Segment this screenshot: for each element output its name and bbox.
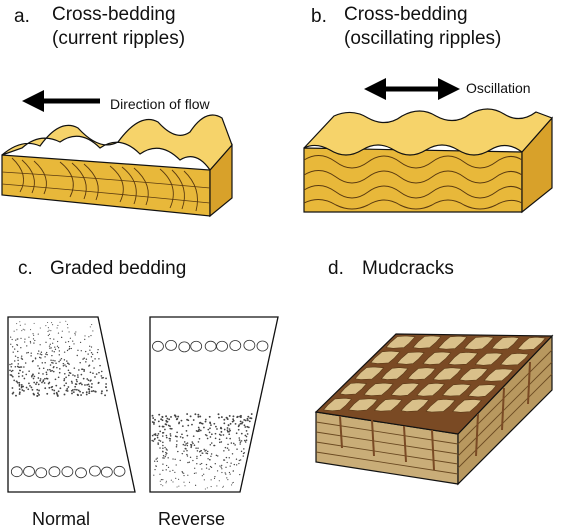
oscillation-arrow — [364, 78, 460, 100]
mudcracks-block — [314, 333, 554, 486]
panel-b-letter: b. — [311, 6, 327, 27]
panel-d-title: Mudcracks — [362, 258, 454, 279]
oscillation-label: Oscillation — [466, 80, 531, 96]
panel-b-title: Cross-bedding — [344, 4, 468, 25]
normal-caption: Normal — [32, 509, 91, 529]
panel-b-subtitle: (oscillating ripples) — [344, 28, 502, 49]
panel-c-letter: c. — [18, 258, 33, 279]
flow-direction-label: Direction of flow — [110, 96, 210, 112]
normal-graded-column — [7, 316, 136, 493]
panel-d-letter: d. — [328, 258, 344, 279]
flow-direction-arrow — [22, 90, 100, 112]
panel-a-letter: a. — [14, 6, 30, 27]
panel-a-subtitle: (current ripples) — [52, 28, 186, 49]
panel-c-title: Graded bedding — [50, 258, 187, 279]
panel-a-title: Cross-bedding — [52, 4, 176, 25]
reverse-graded-column — [149, 316, 279, 493]
oscillating-ripples-block — [303, 108, 554, 214]
current-ripples-block — [1, 114, 233, 218]
reverse-caption: Reverse — [158, 509, 226, 529]
